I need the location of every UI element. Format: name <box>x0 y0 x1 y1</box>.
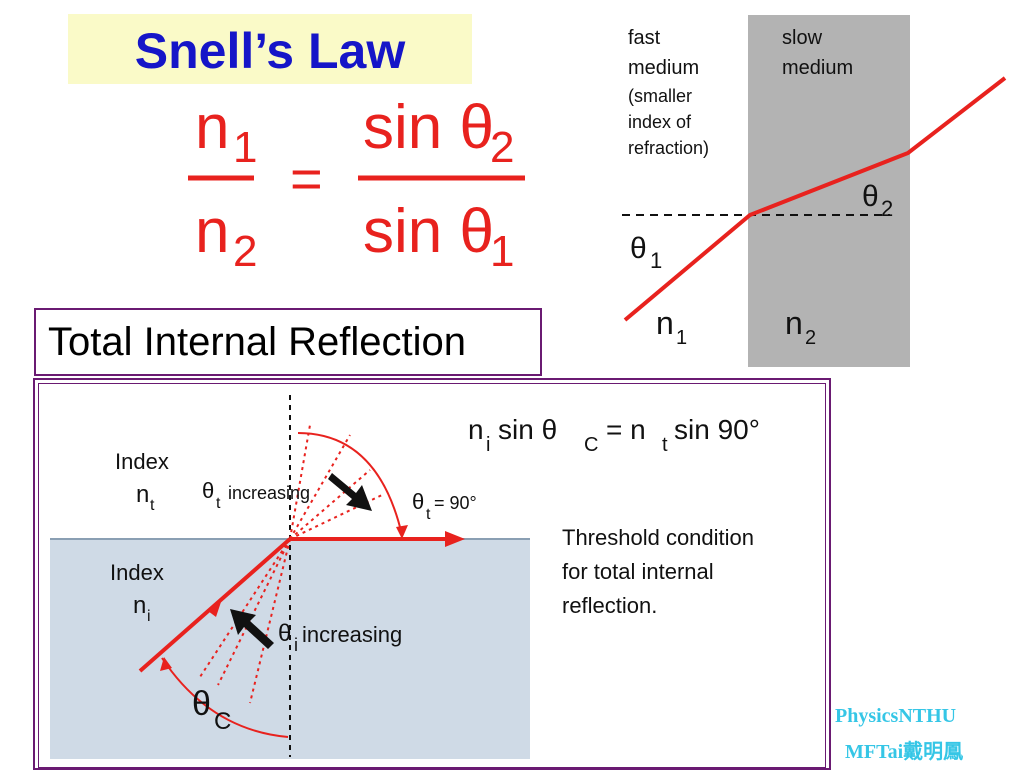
dotted-ray-i2 <box>217 538 291 686</box>
formula-n1: n <box>195 93 229 162</box>
equation-sin-theta: sin θ <box>498 414 557 445</box>
equation-nt-sub: t <box>662 434 668 456</box>
formula-sin-bottom: sin θ <box>363 197 494 266</box>
slow-label-line1: slow <box>782 27 823 49</box>
n2-sub: 2 <box>805 327 816 349</box>
formula-n2: n <box>195 197 229 266</box>
fast-label-line2: medium <box>628 57 699 79</box>
dotted-ray-i1 <box>249 538 291 704</box>
formula-n2-sub: 2 <box>233 227 257 276</box>
theta-t-90-symbol: θ <box>412 489 424 514</box>
theta2-sub: 2 <box>881 196 893 221</box>
theta-i-inc-sub: i <box>294 635 298 655</box>
threshold-line1: Threshold condition <box>562 525 754 550</box>
theta-t-inc-sub: t <box>216 495 221 512</box>
theta-c-arc <box>161 657 289 738</box>
slow-label-line2: medium <box>782 57 853 79</box>
index-i-n: n <box>133 592 146 619</box>
tir-heading-box: Total Internal Reflection <box>34 308 542 376</box>
fast-label-line3: (smaller <box>628 86 692 106</box>
tir-heading: Total Internal Reflection <box>48 320 467 364</box>
snell-formula: n 1 n 2 = sin θ 2 sin θ 1 <box>188 93 525 276</box>
index-t-sub: t <box>150 497 155 514</box>
fast-label-line1: fast <box>628 27 661 49</box>
formula-sin-top: sin θ <box>363 93 494 162</box>
theta1-label: θ <box>630 232 647 265</box>
threshold-line3: reflection. <box>562 593 657 618</box>
theta-t-inc-text: increasing <box>228 483 310 503</box>
index-i-label: Index <box>110 560 164 585</box>
theta-t-90-sub: t <box>426 506 431 523</box>
tir-figure: Index n t Index n i θ t increasing θ t =… <box>50 395 760 759</box>
theta-c-arc-arrowhead <box>160 657 172 671</box>
equation-ni: n <box>468 414 484 445</box>
theta2-label: θ <box>862 180 879 213</box>
threshold-line2: for total internal <box>562 559 714 584</box>
fast-label-line5: refraction) <box>628 138 709 158</box>
formula-sin-bottom-sub: 1 <box>490 227 514 276</box>
page-title: Snell’s Law <box>134 23 406 79</box>
equation-eq-nt: = n <box>606 414 646 445</box>
slow-medium-region <box>748 15 910 367</box>
n1-sub: 1 <box>676 327 687 349</box>
theta-c-symbol: θ <box>192 685 211 723</box>
n2-label: n <box>785 305 803 341</box>
n1-label: n <box>656 305 674 341</box>
title-banner: Snell’s Law <box>68 14 472 84</box>
index-t-n: n <box>136 481 149 508</box>
equation-ni-sub: i <box>486 434 490 456</box>
formula-sin-top-sub: 2 <box>490 123 514 172</box>
theta-i-inc-symbol: θ <box>278 620 291 647</box>
dotted-ray-t1 <box>289 424 311 540</box>
theta-t-inc-symbol: θ <box>202 478 214 503</box>
incident-ray-arrowhead <box>208 599 222 617</box>
formula-equals: = <box>290 147 323 210</box>
index-t-label: Index <box>115 449 169 474</box>
refraction-diagram: fast medium (smaller index of refraction… <box>622 15 1007 367</box>
theta-t-increasing-arrow-icon <box>328 473 372 511</box>
formula-n1-sub: 1 <box>233 123 257 172</box>
theta1-sub: 1 <box>650 248 662 273</box>
credit-line1: PhysicsNTHU <box>835 705 957 727</box>
index-i-sub: i <box>147 608 151 625</box>
theta-i-increasing-arrow-icon <box>230 609 274 649</box>
credit-line2: MFTai戴明鳳 <box>845 741 964 763</box>
refracted-ray <box>623 76 1007 322</box>
dotted-ray-t2 <box>289 434 351 540</box>
theta-t-90-text: = 90° <box>434 493 477 513</box>
theta-t-arc <box>297 432 403 536</box>
equation-theta-sub: C <box>584 434 598 456</box>
fast-label-line4: index of <box>628 112 692 132</box>
grazing-ray-arrowhead <box>445 531 465 547</box>
theta-t-arc-arrowhead <box>396 525 408 539</box>
theta-c-sub: C <box>214 708 231 735</box>
theta-i-inc-text: increasing <box>302 622 402 647</box>
equation-sin90: sin 90° <box>674 414 760 445</box>
